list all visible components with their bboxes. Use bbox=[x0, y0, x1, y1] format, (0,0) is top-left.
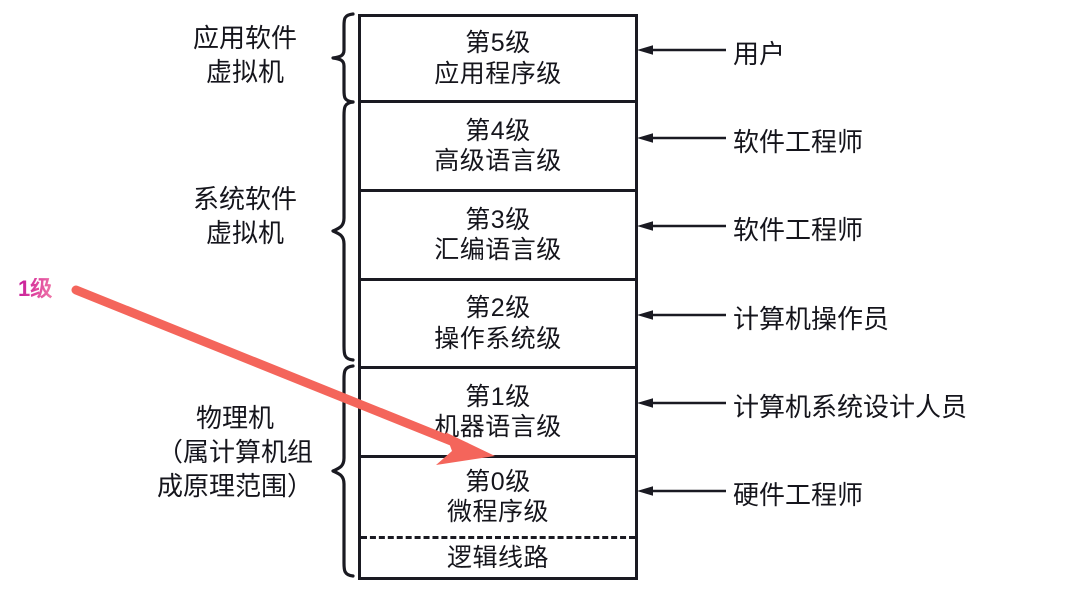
level-row-level-1: 第1级 机器语言级 bbox=[361, 369, 635, 455]
group-label-line-2: （属计算机组 bbox=[156, 436, 313, 467]
brace-system-software-vm bbox=[330, 100, 356, 362]
level-row-logic-circuit: 逻辑线路 bbox=[361, 539, 635, 577]
level-divider bbox=[361, 455, 635, 458]
level-divider-dashed bbox=[361, 536, 635, 539]
level-divider bbox=[361, 100, 635, 103]
level-line-2: 机器语言级 bbox=[434, 413, 562, 441]
brace-application-software-vm bbox=[330, 12, 356, 104]
connector-arrow-level-5 bbox=[636, 43, 726, 57]
role-label-level-2: 计算机操作员 bbox=[733, 304, 890, 334]
group-label-system-software-vm: 系统软件 虚拟机 bbox=[160, 183, 330, 251]
level-line-1: 第3级 bbox=[465, 205, 531, 234]
group-label-line-2: 虚拟机 bbox=[205, 217, 284, 248]
brace-physical-machine bbox=[330, 364, 356, 578]
level-line-2: 高级语言级 bbox=[434, 147, 562, 175]
level-divider bbox=[361, 189, 635, 192]
level-line-1: 逻辑线路 bbox=[446, 543, 549, 572]
group-label-line-1: 系统软件 bbox=[192, 184, 297, 214]
annotation-label-1ji: 1级 bbox=[18, 276, 53, 301]
level-line-2: 汇编语言级 bbox=[434, 236, 562, 264]
connector-arrow-level-4 bbox=[636, 131, 726, 145]
level-divider bbox=[361, 278, 635, 281]
level-row-level-5: 第5级 应用程序级 bbox=[361, 17, 635, 100]
role-label-level-4: 软件工程师 bbox=[733, 127, 864, 157]
connector-arrow-level-3 bbox=[636, 219, 726, 233]
connector-arrow-level-2 bbox=[636, 308, 726, 322]
level-row-level-2: 第2级 操作系统级 bbox=[361, 281, 635, 366]
level-line-1: 第5级 bbox=[465, 29, 531, 57]
group-label-line-3: 成原理范围） bbox=[156, 470, 313, 501]
role-label-level-3: 软件工程师 bbox=[733, 215, 864, 245]
level-line-1: 第1级 bbox=[465, 382, 531, 411]
level-row-level-3: 第3级 汇编语言级 bbox=[361, 192, 635, 278]
level-line-2: 操作系统级 bbox=[434, 324, 562, 353]
connector-arrow-level-0 bbox=[636, 484, 726, 498]
level-stack: 第5级 应用程序级 第4级 高级语言级 第3级 汇编语言级 第2级 操作系统级 … bbox=[358, 14, 638, 580]
level-line-2: 微程序级 bbox=[446, 498, 549, 526]
group-label-line-2: 虚拟机 bbox=[205, 56, 284, 87]
level-divider bbox=[361, 366, 635, 369]
level-row-level-4: 第4级 高级语言级 bbox=[361, 103, 635, 189]
connector-arrow-level-1 bbox=[636, 396, 726, 410]
level-line-2: 应用程序级 bbox=[434, 59, 562, 88]
group-label-line-1: 应用软件 bbox=[192, 23, 297, 53]
role-label-level-1: 计算机系统设计人员 bbox=[733, 392, 968, 422]
role-label-level-5: 用户 bbox=[733, 39, 786, 69]
role-label-level-0: 硬件工程师 bbox=[733, 480, 864, 510]
level-line-1: 第2级 bbox=[465, 294, 531, 322]
group-label-line-1: 物理机 bbox=[195, 403, 274, 433]
level-line-1: 第0级 bbox=[465, 467, 531, 496]
group-label-application-software-vm: 应用软件 虚拟机 bbox=[160, 22, 330, 90]
group-label-physical-machine: 物理机 （属计算机组 成原理范围） bbox=[140, 402, 330, 503]
level-row-level-0: 第0级 微程序级 bbox=[361, 458, 635, 536]
level-line-1: 第4级 bbox=[465, 116, 531, 145]
